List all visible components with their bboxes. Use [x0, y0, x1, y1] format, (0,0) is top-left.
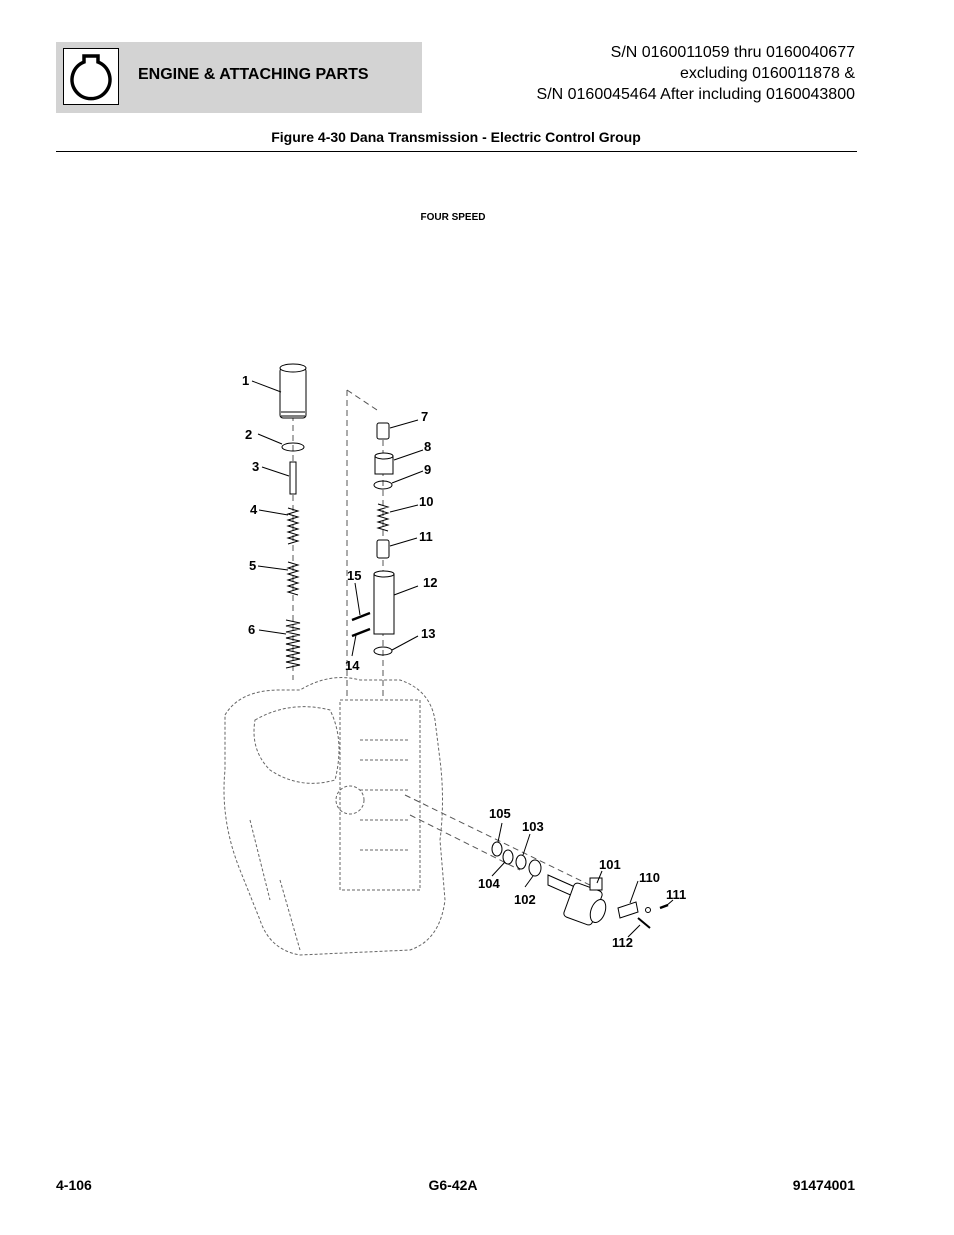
part-9-washer [373, 480, 393, 490]
part-112-screw [637, 917, 651, 929]
callout-1: 1 [242, 373, 249, 388]
callout-14: 14 [345, 658, 360, 673]
figure-caption: FOUR SPEED [420, 212, 486, 223]
callout-104: 104 [478, 876, 500, 891]
serial-number-range: S/N 0160011059 thru 0160040677 excluding… [435, 42, 855, 105]
part-103-oring [515, 854, 527, 870]
callout-13: 13 [421, 626, 435, 641]
header-rule [56, 151, 857, 152]
part-3-pin [289, 461, 297, 495]
part-111-washer [645, 907, 651, 913]
part-105-oring [491, 841, 503, 857]
part-11-plug [376, 539, 390, 559]
callout-2: 2 [245, 427, 252, 442]
callout-3: 3 [252, 459, 259, 474]
part-6-spring [285, 619, 301, 669]
transmission-housing [223, 677, 446, 956]
part-104-oring [502, 849, 514, 865]
callout-11: 11 [419, 529, 433, 544]
callout-12: 12 [423, 575, 437, 590]
parts-14-15-pins [351, 611, 371, 638]
page-number: 4-106 [56, 1177, 92, 1193]
part-8-cup [374, 452, 394, 475]
callout-10: 10 [419, 494, 433, 509]
serial-line: S/N 0160045464 After including 016004380… [536, 86, 855, 103]
callout-110: 110 [639, 870, 660, 885]
callout-112: 112 [612, 935, 633, 950]
callout-9: 9 [424, 462, 431, 477]
part-5-spring [286, 561, 300, 596]
callout-105: 105 [489, 806, 511, 821]
callout-103: 103 [522, 819, 544, 834]
figure-title: Figure 4-30 Dana Transmission - Electric… [271, 129, 641, 145]
part-2-oring [281, 442, 305, 452]
part-10-spring [376, 503, 390, 532]
section-header: ENGINE & ATTACHING PARTS [56, 42, 422, 113]
serial-line: S/N 0160011059 thru 0160040677 [610, 44, 855, 61]
section-title: ENGINE & ATTACHING PARTS [138, 66, 369, 83]
model-number: G6-42A [428, 1177, 478, 1193]
callout-15: 15 [347, 568, 361, 583]
callout-111: 111 [666, 887, 686, 902]
callout-5: 5 [249, 558, 256, 573]
serial-line: excluding 0160011878 & [680, 65, 855, 82]
callout-101: 101 [599, 857, 621, 872]
callout-6: 6 [248, 622, 255, 637]
callout-8: 8 [424, 439, 431, 454]
part-102-oring [528, 859, 542, 877]
part-101-solenoid [547, 874, 607, 926]
engine-icon [63, 48, 119, 105]
part-110-bracket [617, 901, 639, 919]
part-13-oring [373, 646, 393, 656]
callout-4: 4 [250, 502, 258, 517]
callout-7: 7 [421, 409, 428, 424]
part-7-plug [376, 422, 390, 440]
callout-102: 102 [514, 892, 536, 907]
document-number: 91474001 [792, 1177, 855, 1193]
part-12-sleeve [373, 570, 395, 635]
part-4-spring [286, 507, 300, 545]
part-1-cap [279, 363, 307, 419]
